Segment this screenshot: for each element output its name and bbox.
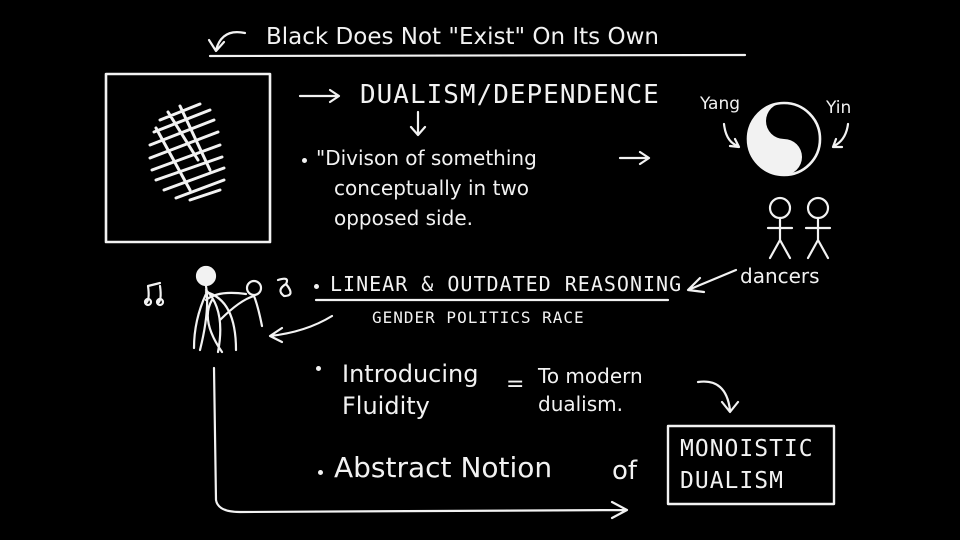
arrow-dancers-to-linear [686, 268, 738, 294]
definition-line-2: conceptually in two [334, 176, 530, 200]
yinyang-symbol [746, 101, 822, 177]
yin-label: Yin [826, 98, 852, 118]
bullet-dot [318, 470, 323, 475]
modern-line-2: dualism. [538, 392, 623, 416]
down-arrow-to-definition [409, 110, 427, 137]
introducing-line-1: Introducing [342, 360, 479, 388]
arrow-to-monoistic [696, 380, 740, 414]
linear-reasoning-text: LINEAR & OUTDATED REASONING [330, 272, 683, 296]
definition-line-3: opposed side. [334, 206, 473, 230]
title-curved-arrow [207, 31, 247, 53]
arrow-figure-to-monoistic [212, 366, 629, 520]
delta-mark-icon [276, 277, 292, 298]
modern-line-1: To modern [538, 364, 643, 388]
music-note-icon [143, 281, 165, 307]
introducing-line-2: Fluidity [342, 392, 430, 420]
dancers-label: dancers [740, 264, 820, 288]
yin-pointer-arrow [831, 122, 850, 149]
yang-pointer-arrow [722, 122, 741, 149]
bullet-dot [316, 366, 321, 371]
yang-label: Yang [700, 94, 741, 114]
heading-dualism: DUALISM/DEPENDENCE [360, 80, 660, 110]
dancers-figures [766, 196, 832, 260]
monoistic-line-2: DUALISM [680, 468, 784, 494]
page-title: Black Does Not "Exist" On Its Own [266, 24, 659, 50]
equals-sign: = [506, 372, 525, 397]
definition-line-1: "Divison of something [316, 146, 537, 170]
title-underline [208, 53, 747, 58]
monoistic-box [666, 424, 836, 506]
scribble-frame [104, 72, 272, 244]
bullet-dot [314, 284, 319, 289]
monoistic-line-1: MONOISTIC [680, 436, 814, 462]
arrow-linear-to-figure [268, 314, 334, 344]
dancing-figure [192, 265, 264, 354]
scribble-blob [148, 102, 226, 202]
subtopics-text: GENDER POLITICS RACE [372, 308, 585, 327]
of-text: of [612, 456, 638, 486]
bullet-dot [302, 158, 307, 163]
arrow-to-dualism [298, 88, 341, 104]
abstract-notion-text: Abstract Notion [334, 451, 553, 484]
arrow-to-yinyang [618, 150, 651, 166]
